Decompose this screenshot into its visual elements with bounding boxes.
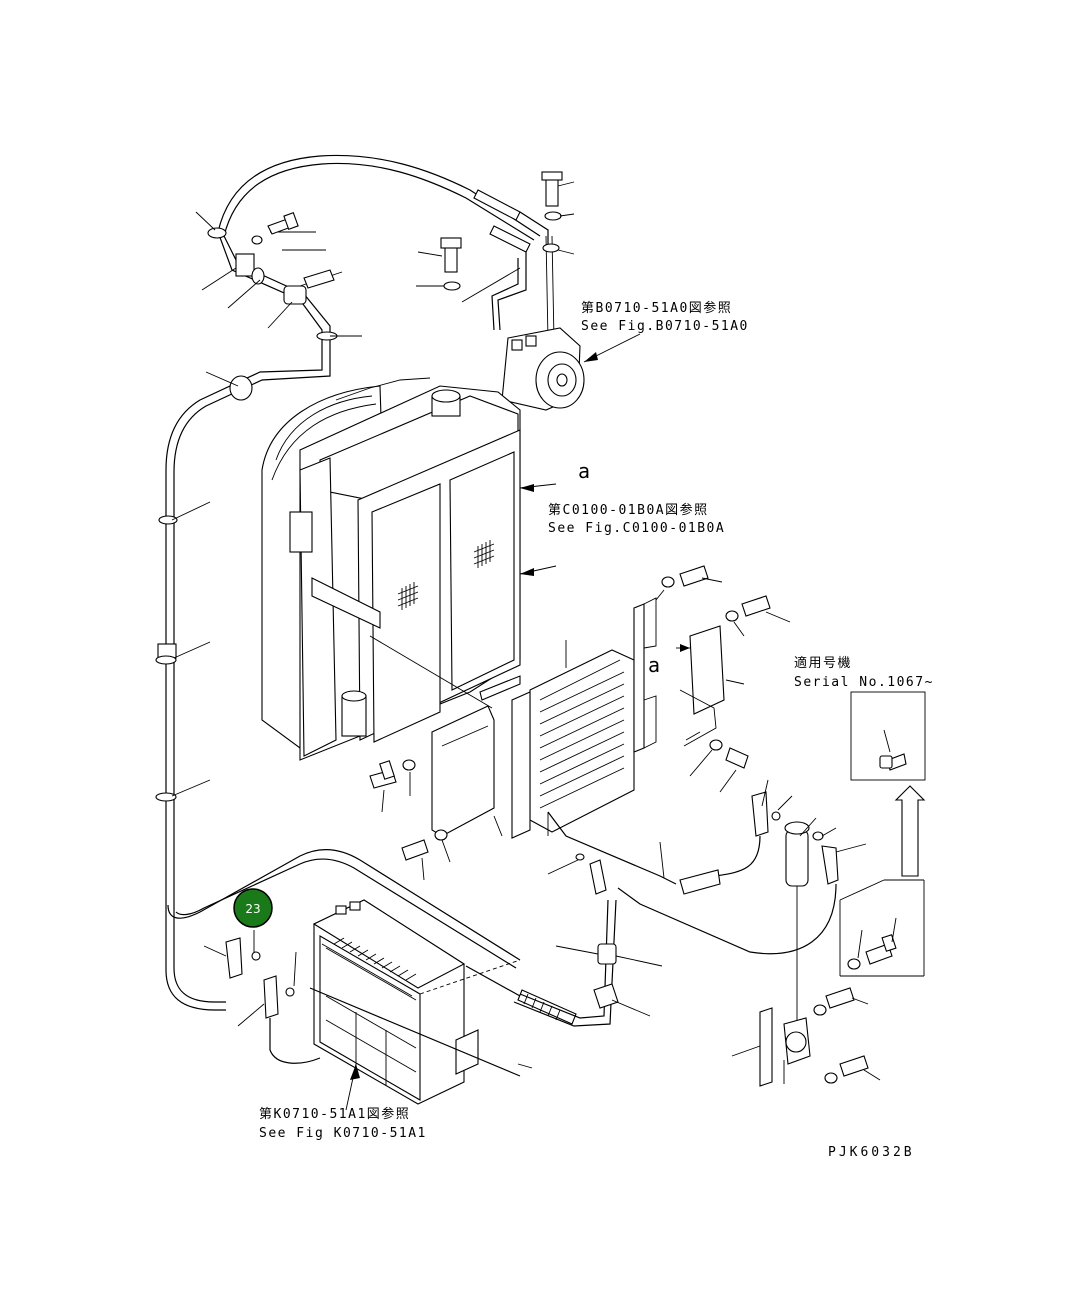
brackets-right: [633, 565, 791, 793]
bolts-top-left: [251, 212, 335, 289]
reference-unit: 第K0710-51A1図参照 See Fig K0710-51A1: [259, 1106, 427, 1141]
reference-radiator-en: See Fig.C0100-01B0A: [548, 521, 725, 536]
view-mark-a-upper: a: [578, 459, 590, 483]
callout-balloon[interactable]: [233, 888, 273, 928]
drawing-code: PJK6032B: [828, 1145, 915, 1160]
hose-clamps: [155, 227, 338, 802]
callout-number[interactable]: 23: [245, 902, 260, 916]
reference-unit-jp: 第K0710-51A1図参照: [259, 1106, 410, 1122]
fittings-top-center: [416, 171, 575, 341]
serial-label-jp: 適用号機: [794, 655, 852, 671]
reference-compressor-jp: 第B0710-51A0図参照: [581, 300, 732, 316]
reference-unit-en: See Fig K0710-51A1: [259, 1126, 427, 1141]
unit-vent-slats: [333, 937, 417, 981]
hoses-bottom-left: [203, 930, 521, 1077]
reference-radiator: 第C0100-01B0A図参照 See Fig.C0100-01B0A: [548, 502, 725, 536]
hoses-center-bottom: [513, 841, 665, 1069]
callout-23[interactable]: 23: [233, 888, 273, 928]
reference-compressor: 第B0710-51A0図参照 See Fig.B0710-51A0: [581, 300, 749, 334]
refrigerant-hose-left: [165, 154, 541, 1011]
brackets-center: [369, 705, 503, 881]
air-conditioner-unit: [312, 899, 521, 1111]
radiator-core-hatch: [397, 540, 495, 610]
bolt-detail-frame: [839, 879, 925, 977]
receiver-dryer: [617, 779, 867, 1030]
serial-label-en: Serial No.1067~: [794, 675, 934, 690]
serial-detail-box: [850, 691, 926, 877]
leader-lines-left: [171, 211, 362, 797]
compressor: [501, 327, 641, 411]
view-mark-a-lower: a: [648, 653, 660, 677]
fittings-lower-right: [731, 987, 881, 1087]
reference-compressor-en: See Fig.B0710-51A0: [581, 319, 749, 334]
serial-label: 適用号機 Serial No.1067~: [794, 655, 934, 690]
radiator-assembly: [261, 377, 557, 761]
reference-radiator-jp: 第C0100-01B0A図参照: [548, 502, 709, 518]
condenser: [511, 640, 677, 885]
